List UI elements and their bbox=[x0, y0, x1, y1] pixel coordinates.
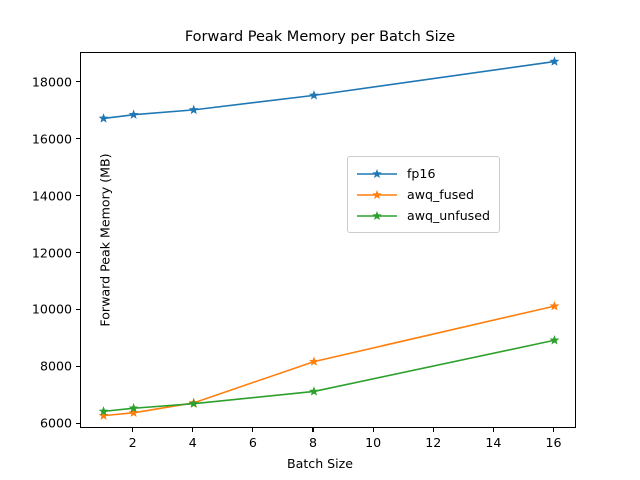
series-fp16 bbox=[98, 56, 560, 123]
series-line bbox=[103, 305, 555, 417]
x-tick-label: 10 bbox=[365, 435, 382, 450]
legend-item-awq_unfused: awq_unfused bbox=[355, 205, 490, 226]
data-point-marker bbox=[309, 356, 319, 366]
x-tick-mark bbox=[492, 428, 494, 432]
y-tick-label: 18000 bbox=[31, 74, 72, 90]
y-tick-label: 8000 bbox=[39, 358, 72, 374]
x-tick-label: 2 bbox=[128, 435, 137, 450]
data-point-marker bbox=[98, 410, 109, 420]
y-tick-mark bbox=[76, 81, 80, 83]
y-tick-mark bbox=[76, 252, 80, 254]
y-tick-label: 16000 bbox=[31, 131, 72, 147]
legend-label: fp16 bbox=[407, 166, 436, 181]
x-tick-label: 16 bbox=[545, 435, 562, 450]
y-tick-mark bbox=[76, 365, 80, 367]
data-point-marker bbox=[128, 407, 139, 417]
data-point-marker bbox=[549, 56, 560, 66]
data-point-marker bbox=[98, 113, 109, 123]
legend-sample-line bbox=[357, 210, 397, 220]
y-tick-label: 10000 bbox=[31, 301, 72, 317]
plot-axes: Forward Peak Memory (MB) bbox=[80, 52, 576, 428]
y-tick-mark bbox=[76, 195, 80, 197]
y-tick-mark bbox=[76, 138, 80, 140]
chart-title: Forward Peak Memory per Batch Size bbox=[184, 29, 456, 45]
data-point-marker bbox=[188, 398, 199, 408]
y-tick-mark bbox=[76, 422, 80, 424]
y-tick-label: 14000 bbox=[31, 188, 72, 204]
data-point-marker bbox=[549, 335, 560, 345]
series-awq_unfused bbox=[98, 335, 560, 416]
x-tick-mark bbox=[132, 428, 134, 432]
legend-label: awq_unfused bbox=[407, 208, 490, 223]
series-line bbox=[103, 339, 555, 413]
series-line bbox=[103, 60, 555, 120]
x-tick-mark bbox=[432, 428, 434, 432]
data-point-marker bbox=[188, 104, 199, 115]
data-point-marker bbox=[309, 90, 319, 100]
legend-item-fp16: fp16 bbox=[355, 163, 490, 184]
x-tick-label: 8 bbox=[308, 435, 317, 450]
legend-sample-line bbox=[357, 168, 397, 178]
x-tick-label: 6 bbox=[248, 435, 257, 450]
y-tick-label: 6000 bbox=[39, 415, 72, 431]
x-axis-label: Batch Size bbox=[286, 456, 354, 471]
x-tick-label: 4 bbox=[188, 435, 197, 450]
legend-item-awq_fused: awq_fused bbox=[355, 184, 490, 205]
legend-sample-line bbox=[357, 189, 397, 199]
x-tick-label: 14 bbox=[485, 435, 502, 450]
plot-lines-svg bbox=[98, 56, 560, 420]
x-tick-mark bbox=[312, 428, 314, 432]
y-axis-label: Forward Peak Memory (MB) bbox=[97, 153, 113, 327]
x-tick-mark bbox=[552, 428, 555, 432]
chart-legend: fp16 awq_fused awq_unfused bbox=[347, 156, 500, 233]
data-point-marker bbox=[128, 403, 139, 413]
data-point-marker bbox=[98, 406, 109, 416]
series-awq_fused bbox=[98, 300, 560, 420]
x-tick-label: 12 bbox=[425, 435, 442, 450]
data-point-marker bbox=[128, 109, 139, 119]
x-tick-mark bbox=[192, 428, 194, 432]
legend-label: awq_fused bbox=[407, 187, 475, 202]
x-tick-mark bbox=[372, 428, 374, 432]
y-tick-label: 12000 bbox=[31, 245, 72, 260]
data-point-marker bbox=[549, 300, 560, 311]
x-tick-mark bbox=[252, 428, 254, 432]
data-point-marker bbox=[309, 386, 319, 396]
y-tick-mark bbox=[76, 308, 80, 310]
